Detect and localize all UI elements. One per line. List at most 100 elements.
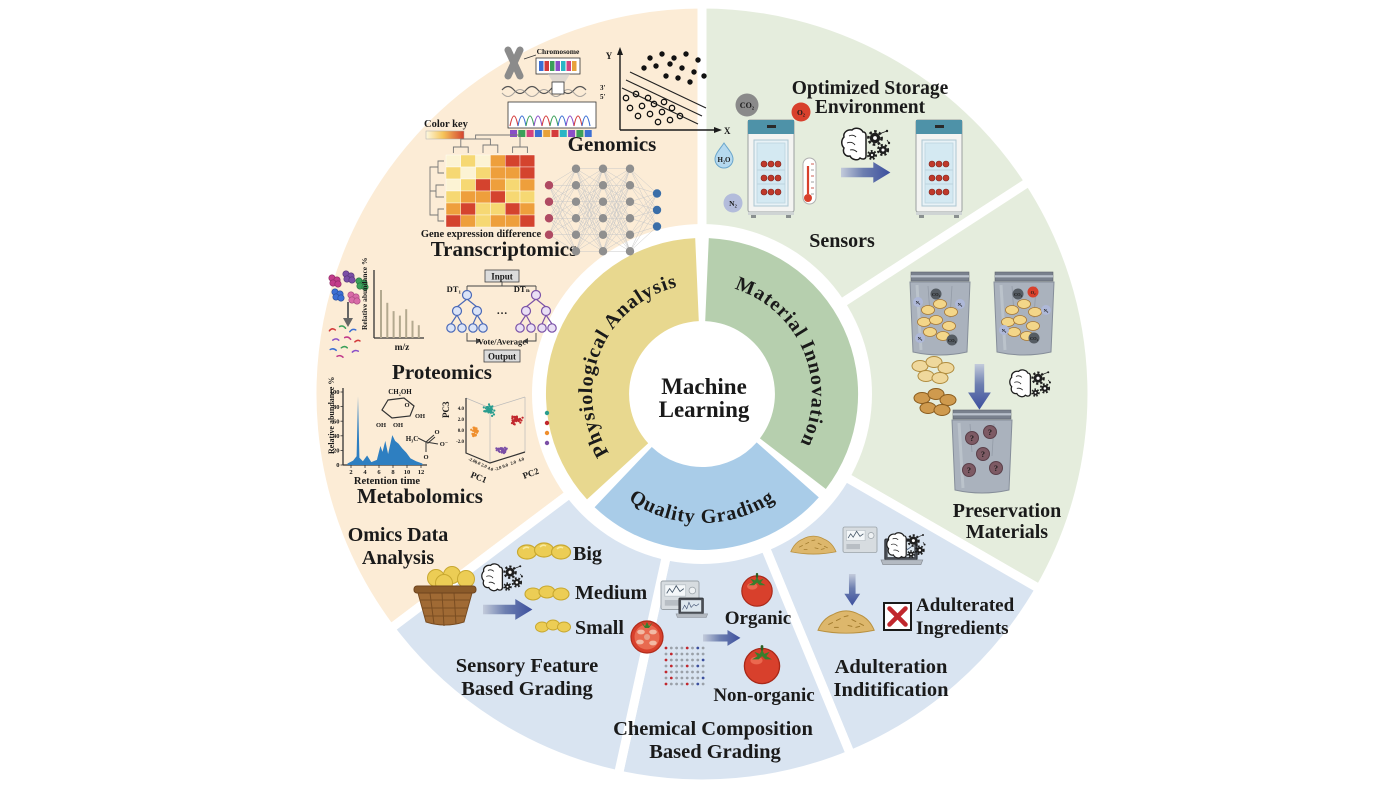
matrix-dot: [680, 682, 684, 686]
mol2-ominus: O⁻: [440, 441, 449, 448]
heatmap-top-dendrogram: [452, 134, 528, 153]
rf-vote-label: Vote/Average: [478, 337, 526, 347]
matrix-dot: [675, 652, 678, 656]
chrom-xlabel: Retention time: [354, 476, 421, 487]
q1: ?: [970, 434, 974, 443]
pca-point: [503, 446, 507, 449]
svm-class-b-point: [660, 98, 668, 106]
heatmap-cell: [505, 178, 521, 192]
bag1-n2a: N₂: [916, 300, 921, 305]
mol2-o1: O: [434, 429, 439, 436]
svm-class-b-point: [658, 108, 666, 116]
ms-bar: [411, 320, 414, 338]
fresh-chips: [911, 356, 955, 384]
heatmap-cell: [519, 190, 536, 204]
organic-label: Organic: [725, 608, 792, 629]
peptide-fragments: [328, 325, 361, 358]
svm-class-a-point: [659, 51, 665, 57]
heatmap-cell: [505, 154, 521, 168]
svm-class-b-point: [644, 94, 652, 102]
bag2-o2: O₂: [1031, 290, 1037, 295]
rf-dt1-label: DT₁: [447, 284, 462, 294]
svm-class-b-point: [638, 102, 646, 110]
pca-point: [513, 416, 516, 419]
pca-point: [490, 405, 493, 409]
pca-point: [493, 409, 496, 412]
matrix-dot: [701, 658, 705, 662]
matrix-dot: [680, 676, 684, 680]
chromosome-label: Chromosome: [537, 47, 580, 56]
heatmap-cell: [519, 166, 536, 180]
svm-class-b-point: [676, 112, 684, 120]
svm-class-a-point: [691, 69, 697, 75]
nn-edge: [602, 234, 631, 252]
nn-node: [625, 230, 635, 239]
mol1-oh1: OH: [415, 413, 425, 420]
matrix-dot: [669, 670, 673, 674]
size-big-label: Big: [573, 543, 602, 565]
pca-point: [515, 416, 518, 419]
pca-legend-dot: [544, 410, 550, 416]
bag2-n2a: N₂: [1044, 308, 1049, 313]
heatmap-cell: [505, 202, 521, 216]
svm-class-a-point: [679, 65, 685, 71]
pca-legend-dot: [544, 420, 550, 426]
nn-edge: [575, 168, 604, 202]
matrix-dot: [675, 682, 678, 686]
pca-point: [472, 435, 475, 438]
glucose-molecule: CH₂OH O OH OH OH: [376, 388, 425, 429]
nn-edge: [548, 168, 577, 186]
pca-point: [475, 431, 479, 434]
nn-edge: [548, 168, 577, 235]
matrix-dot: [669, 652, 673, 656]
heatmap-cell: [445, 178, 462, 192]
rf-dtn-label: DTₙ: [514, 284, 531, 294]
pca-point: [473, 426, 476, 429]
nn-node: [571, 230, 581, 239]
nn-edge: [629, 193, 658, 235]
sliced-tomato: [630, 620, 664, 654]
ring-segment-quality: [594, 442, 819, 551]
pca-point: [520, 419, 523, 422]
matrix-dot: [675, 664, 678, 668]
data-dot-matrix: [664, 646, 705, 686]
nn-edge: [602, 168, 631, 252]
nn-node: [625, 181, 635, 190]
bag2-n2b: N₂: [1002, 328, 1007, 333]
heatmap-cell: [505, 214, 521, 228]
matrix-dot: [691, 652, 694, 656]
rejected-box-icon: [883, 602, 912, 631]
nn-node: [544, 230, 554, 239]
rf-ellipsis: …: [497, 305, 508, 317]
matrix-dot: [696, 682, 700, 686]
chrom-trace: [347, 396, 423, 465]
svm-class-a-point: [641, 65, 647, 71]
nn-edge: [575, 234, 604, 252]
ring-segment-physiological: [545, 238, 699, 500]
nn-node: [544, 181, 554, 190]
chrom-ytick-label: 20: [333, 448, 340, 455]
pca-legend-dot: [544, 440, 550, 446]
nn-node: [598, 197, 608, 206]
chemical-section: Organic Non-organic Chemical Composition…: [613, 572, 815, 763]
svm-class-a-point: [695, 57, 701, 63]
preservation-section: CO₂ N₂ N₂ N₂ CO₂ CO₂ O₂ N₂ N₂ CO₂ ? ?: [908, 270, 1061, 543]
n2-icon: [723, 193, 743, 213]
pca-point: [504, 448, 507, 451]
nn-edge: [602, 168, 631, 219]
pca-point: [484, 407, 488, 410]
heatmap-cell: [445, 166, 462, 180]
pca-point: [492, 413, 496, 416]
svm-class-b-point: [626, 104, 634, 112]
storage-section: Optimized Storage Environment CO₂ O₂ H₂O…: [714, 78, 963, 252]
heatmap-cell: [490, 178, 506, 192]
nn-node: [652, 205, 662, 215]
nn-edge: [575, 168, 604, 219]
heatmap-cell: [490, 214, 506, 228]
matrix-dot: [669, 646, 673, 650]
heatmap-cell: [505, 166, 521, 180]
heatmap-cell: [519, 178, 536, 192]
bag1-co2b: CO₂: [948, 338, 957, 343]
svm-class-a-point: [671, 55, 677, 61]
